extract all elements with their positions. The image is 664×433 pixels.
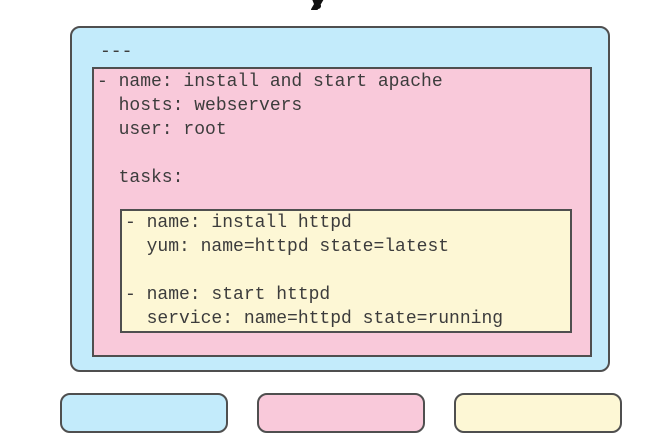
task-2-name-line: - name: start httpd xyxy=(125,285,331,305)
legend-swatch-play xyxy=(257,393,425,433)
legend-swatch-playbook xyxy=(60,393,228,433)
task-1-module-line: yum: name=httpd state=latest xyxy=(125,237,450,257)
playbook-box: --- - name: install and start apache hos… xyxy=(70,26,610,372)
play-hosts-line: hosts: webservers xyxy=(97,96,303,116)
play-name-line: - name: install and start apache xyxy=(97,72,443,92)
play-box: - name: install and start apache hosts: … xyxy=(92,67,592,357)
legend-swatch-task xyxy=(454,393,622,433)
play-user-line: user: root xyxy=(97,120,227,140)
task-2-module-line: service: name=httpd state=running xyxy=(125,309,504,329)
tasks-box: - name: install httpd yum: name=httpd st… xyxy=(120,209,572,333)
title-glyph-fragment xyxy=(311,0,324,10)
task-1-name-line: - name: install httpd xyxy=(125,213,352,233)
play-tasks-line: tasks: xyxy=(97,168,184,188)
yaml-document-start: --- xyxy=(100,42,133,62)
